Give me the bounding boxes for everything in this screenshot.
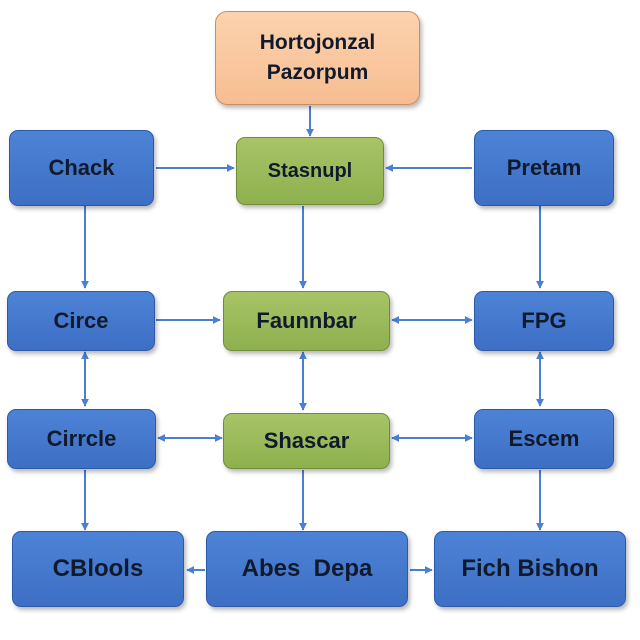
node-top-line2: Pazorpum — [266, 61, 369, 84]
node-fpg-label: FPG — [521, 308, 567, 333]
node-cirrcle: Cirrcle — [7, 409, 156, 469]
node-cblools-label: CBlools — [52, 555, 144, 582]
node-circe: Circe — [7, 291, 155, 351]
node-abes-depa: Abes Depa — [206, 531, 408, 607]
node-chack-label: Chack — [48, 155, 115, 180]
node-shascar-label: Shascar — [263, 428, 350, 453]
node-shascar: Shascar — [223, 413, 390, 469]
node-faunnbar-label: Faunnbar — [256, 308, 357, 333]
node-fich-bishon: Fich Bishon — [434, 531, 626, 607]
node-faunnbar: Faunnbar — [223, 291, 390, 351]
node-pretam: Pretam — [474, 130, 614, 206]
node-chack: Chack — [9, 130, 154, 206]
node-escem: Escem — [474, 409, 614, 469]
node-top-line1: Hortojonzal — [259, 31, 376, 54]
node-fpg: FPG — [474, 291, 614, 351]
node-abes-depa-label: Abes Depa — [241, 555, 373, 582]
node-cirrcle-label: Cirrcle — [46, 426, 117, 451]
node-stasnupl-label: Stasnupl — [267, 159, 353, 182]
node-pretam-label: Pretam — [506, 155, 582, 180]
node-escem-label: Escem — [508, 426, 580, 451]
node-circe-label: Circe — [53, 308, 109, 333]
node-top: Hortojonzal Pazorpum — [215, 11, 420, 105]
node-stasnupl: Stasnupl — [236, 137, 384, 205]
node-cblools: CBlools — [12, 531, 184, 607]
node-fich-bishon-label: Fich Bishon — [461, 555, 599, 582]
